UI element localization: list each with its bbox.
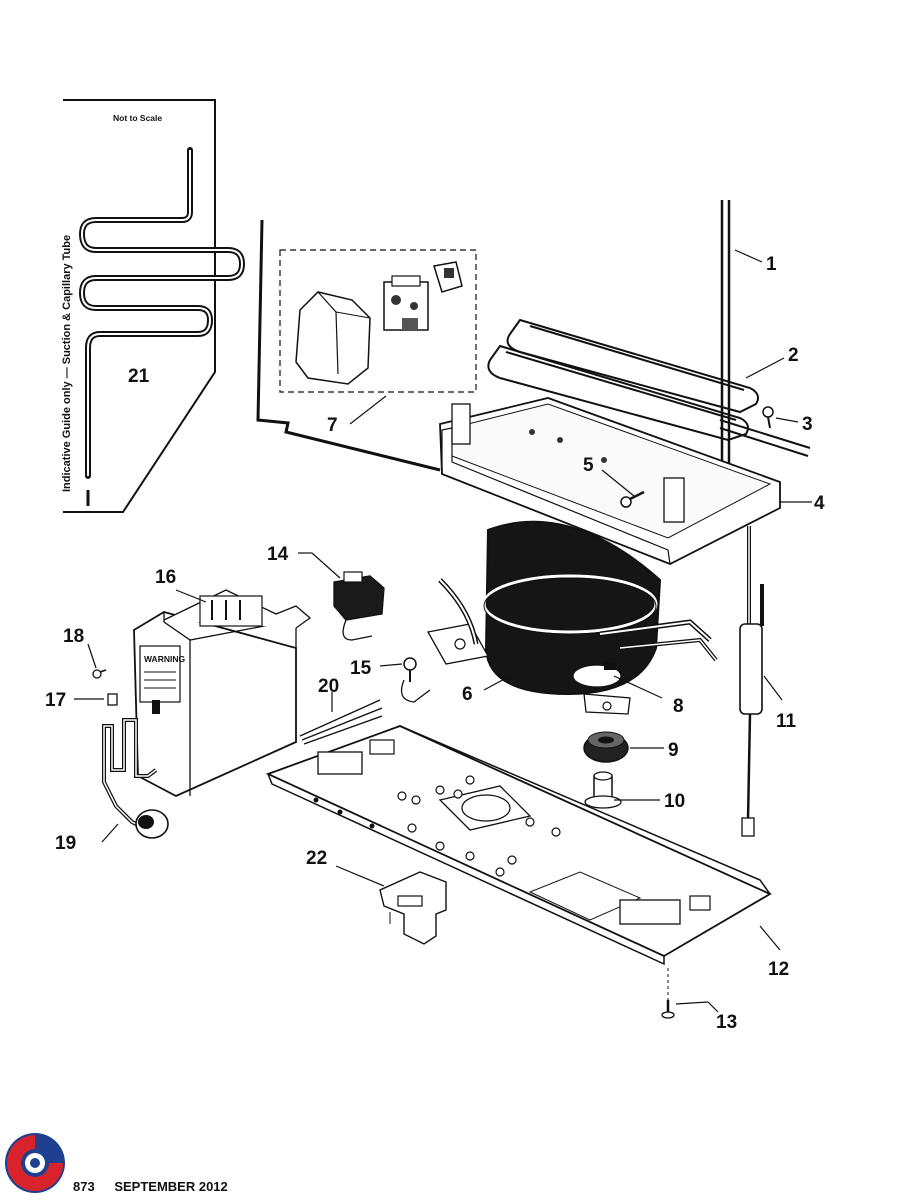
- inset-header: Not to Scale: [113, 113, 162, 123]
- thermostat-probe: [739, 526, 764, 837]
- mounting-sleeve: [584, 771, 622, 809]
- callout-10: 10: [664, 791, 685, 812]
- footer-date: SEPTEMBER 2012: [114, 1179, 228, 1194]
- base-plate: [265, 725, 772, 966]
- electrical-control-box: WARNING: [133, 589, 312, 798]
- relay-overload-kit: [279, 249, 477, 393]
- heater-element-plug: [102, 718, 169, 839]
- callout-19: 19: [55, 833, 76, 854]
- screw-3: [762, 406, 774, 429]
- callout-16: 16: [155, 567, 176, 588]
- callout-6: 6: [462, 684, 473, 705]
- page-footer: 873 SEPTEMBER 2012: [73, 1179, 244, 1194]
- callout-1: 1: [766, 254, 777, 275]
- callout-12: 12: [768, 959, 789, 980]
- compressor: [426, 520, 718, 715]
- callout-9: 9: [668, 740, 679, 761]
- callout-17: 17: [45, 690, 66, 711]
- callout-11: 11: [776, 711, 797, 732]
- rubber-grommet: [583, 731, 629, 763]
- callout-18: 18: [63, 626, 84, 647]
- callout-13: 13: [716, 1012, 737, 1033]
- inset-capillary-tube: Not to Scale Indicative Guide only — Suc…: [61, 99, 246, 513]
- callout-21: 21: [128, 366, 150, 387]
- drain-tray: [439, 397, 781, 565]
- callout-5: 5: [583, 455, 594, 476]
- callout-20: 20: [318, 676, 339, 697]
- suction-tube-part: [720, 200, 731, 470]
- callout-4: 4: [814, 493, 825, 514]
- bracket-22: [379, 871, 447, 945]
- callout-3: 3: [802, 414, 813, 435]
- page-number: 873: [73, 1179, 95, 1194]
- brand-logo: [5, 1133, 65, 1193]
- screw-13: [661, 1000, 675, 1019]
- callout-14: 14: [267, 544, 289, 565]
- defrost-heater-coil: [487, 318, 811, 457]
- callout-8: 8: [673, 696, 684, 717]
- earth-screw: [400, 657, 431, 703]
- warning-label: WARNING: [144, 654, 185, 664]
- cabinet-outline: [256, 219, 441, 472]
- clip-17: [107, 693, 118, 706]
- callout-7: 7: [327, 415, 338, 436]
- callout-2: 2: [788, 345, 799, 366]
- screw-18: [92, 669, 107, 679]
- tube-coil: [78, 147, 246, 479]
- start-relay: [333, 571, 385, 641]
- screw-5: [620, 490, 645, 508]
- inset-side-text: Indicative Guide only — Suction & Capill…: [61, 235, 73, 492]
- callout-22: 22: [306, 848, 327, 869]
- callout-15: 15: [350, 658, 372, 679]
- wiring-harness: [299, 699, 383, 745]
